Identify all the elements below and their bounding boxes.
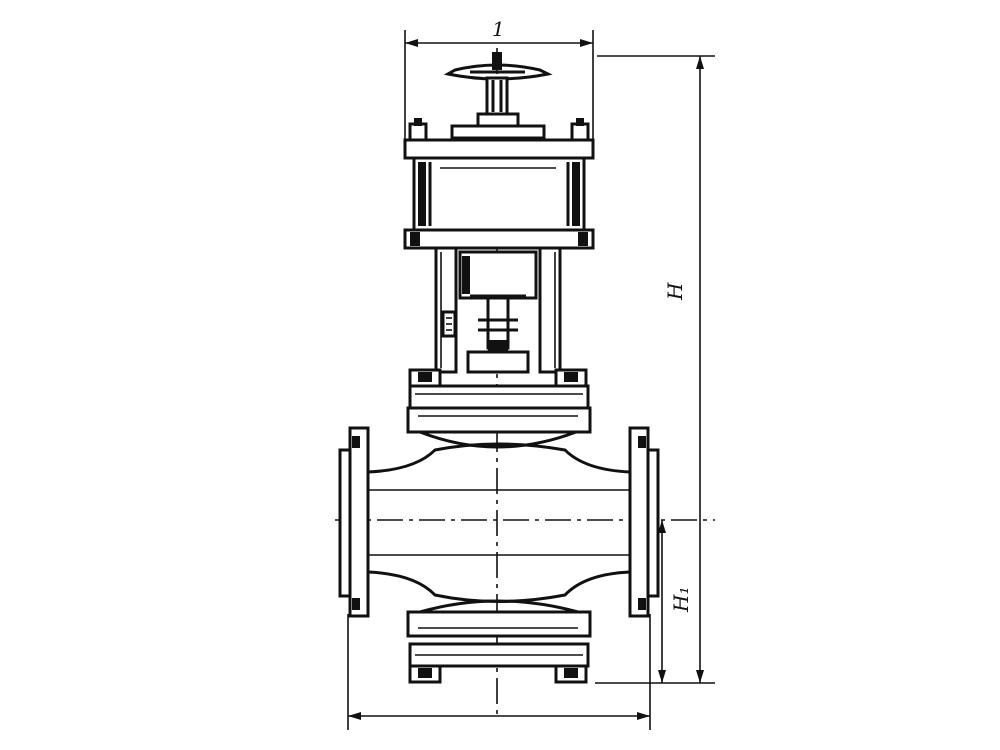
height-label: H bbox=[663, 282, 687, 301]
handwheel bbox=[443, 52, 553, 140]
actuator-cylinder bbox=[403, 118, 595, 250]
bonnet-flange bbox=[406, 368, 592, 449]
height-dimension: H bbox=[595, 55, 715, 684]
length-dimension bbox=[347, 614, 651, 730]
yoke-bracket bbox=[434, 246, 562, 374]
lower-height-label: H₁ bbox=[669, 587, 693, 613]
bottom-cover bbox=[406, 599, 592, 684]
top-width-dimension: 1 bbox=[404, 17, 594, 140]
valve-body bbox=[338, 426, 660, 618]
lower-height-dimension: H₁ bbox=[658, 520, 693, 683]
top-width-label: 1 bbox=[492, 17, 505, 41]
